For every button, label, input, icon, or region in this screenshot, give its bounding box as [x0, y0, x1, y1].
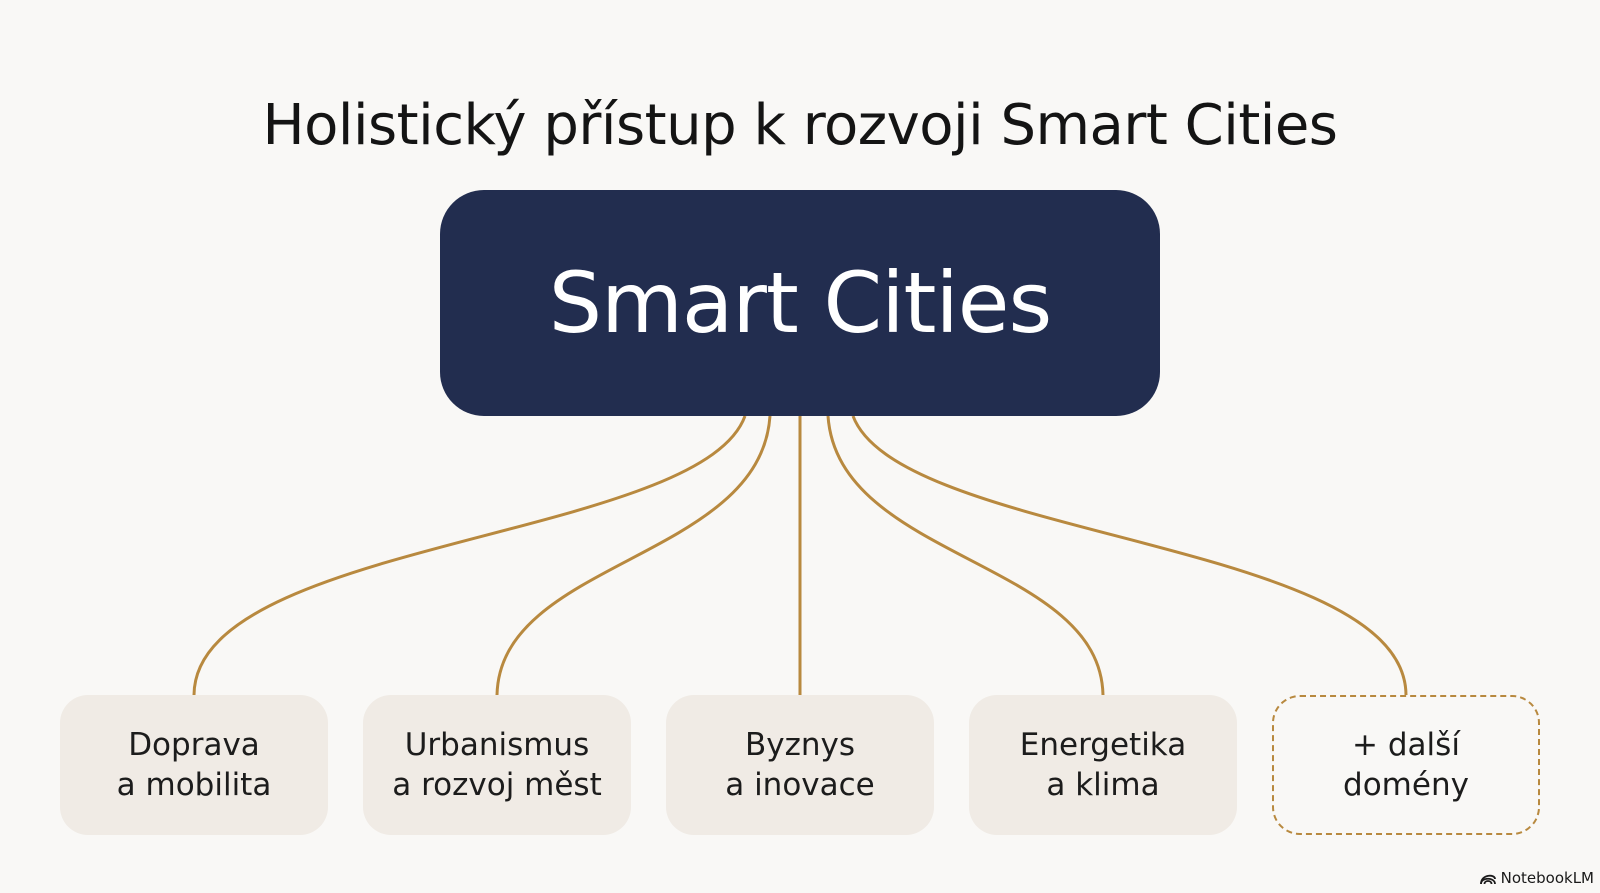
- child-label: Doprava a mobilita: [117, 725, 272, 805]
- connector-urbanismus: [495, 415, 772, 696]
- root-label: Smart Cities: [548, 254, 1052, 352]
- child-label: Urbanismus a rozvoj měst: [392, 725, 602, 805]
- child-node-dalsi-domeny: + další domény: [1272, 695, 1540, 835]
- child-label: Byznys a inovace: [725, 725, 875, 805]
- child-label: + další domény: [1343, 725, 1469, 805]
- child-label-line2: a klima: [1046, 767, 1160, 803]
- child-label-line1: Doprava: [128, 727, 260, 763]
- notebooklm-logo-icon: [1479, 874, 1496, 885]
- child-node-byznys: Byznys a inovace: [666, 695, 934, 835]
- child-label: Energetika a klima: [1020, 725, 1186, 805]
- root-node-smart-cities: Smart Cities: [440, 190, 1160, 416]
- page-title: Holistický přístup k rozvoji Smart Citie…: [262, 92, 1338, 158]
- child-label-line1: + další: [1352, 727, 1460, 763]
- brand-watermark: NotebookLM: [1479, 869, 1594, 887]
- connector-doprava: [192, 415, 747, 696]
- brand-label: NotebookLM: [1500, 869, 1594, 887]
- child-node-energetika: Energetika a klima: [969, 695, 1237, 835]
- connector-energetika: [826, 415, 1105, 696]
- child-label-line1: Energetika: [1019, 727, 1187, 763]
- child-label-line2: a inovace: [725, 767, 875, 803]
- connector-dalsi: [851, 415, 1408, 696]
- child-label-line2: domény: [1343, 767, 1469, 803]
- child-label-line2: a mobilita: [116, 767, 272, 803]
- child-label-line1: Byznys: [744, 727, 855, 763]
- child-label-line2: a rozvoj měst: [392, 767, 602, 803]
- child-node-doprava: Doprava a mobilita: [60, 695, 328, 835]
- child-label-line1: Urbanismus: [404, 727, 590, 763]
- child-node-urbanismus: Urbanismus a rozvoj měst: [363, 695, 631, 835]
